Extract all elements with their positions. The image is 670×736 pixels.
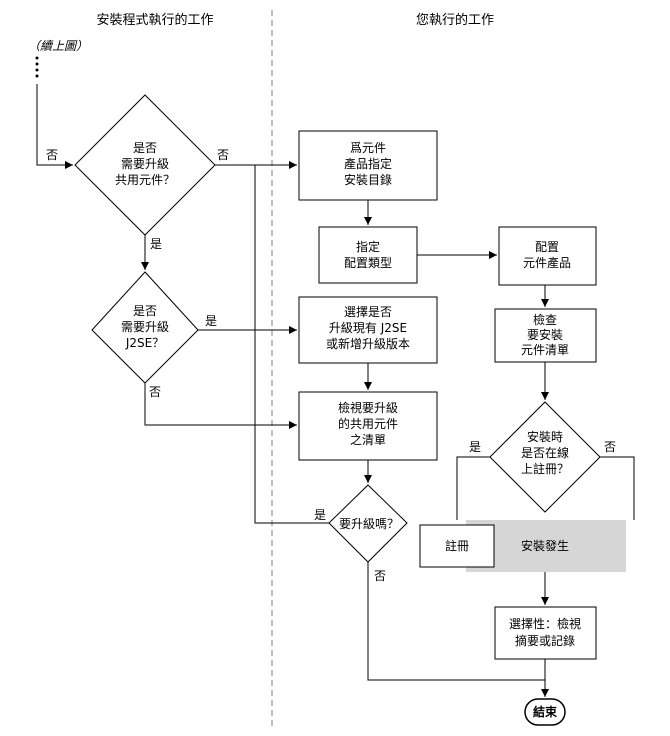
- svg-text:指定: 指定: [356, 239, 380, 254]
- svg-text:元件清單: 元件清單: [521, 343, 569, 357]
- svg-text:摘要或記錄: 摘要或記錄: [515, 633, 575, 648]
- svg-text:J2SE？: J2SE？: [125, 336, 164, 350]
- label-no-upgrade: 否: [374, 569, 386, 583]
- svg-text:配置類型: 配置類型: [344, 256, 392, 270]
- connectors: [36, 84, 635, 697]
- decision-register-online: 安裝時 是否在線 上註冊？: [489, 401, 601, 513]
- svg-text:檢查: 檢查: [533, 312, 557, 327]
- label-yes-upgrade: 是: [314, 508, 326, 522]
- svg-text:之清單: 之清單: [350, 433, 386, 447]
- decision-upgrade: 要升級嗎？: [328, 484, 408, 563]
- box-check-components: 檢查 要安裝 元件清單: [494, 308, 597, 363]
- svg-text:是否: 是否: [133, 141, 157, 155]
- svg-text:爲元件: 爲元件: [350, 141, 386, 155]
- svg-text:配置: 配置: [535, 240, 559, 254]
- svg-text:共用元件？: 共用元件？: [115, 173, 175, 187]
- svg-text:安裝目錄: 安裝目錄: [344, 172, 392, 187]
- svg-text:選擇是否: 選擇是否: [344, 304, 392, 319]
- continuation-dots: [35, 56, 39, 78]
- label-no-j2se: 否: [149, 385, 161, 399]
- svg-text:元件產品: 元件產品: [523, 255, 571, 270]
- svg-text:檢視要升級: 檢視要升級: [338, 400, 398, 415]
- left-lane-header: 安裝程式執行的工作: [96, 12, 213, 28]
- svg-text:或新增升級版本: 或新增升級版本: [326, 336, 410, 351]
- svg-text:需要升級: 需要升級: [121, 157, 169, 171]
- svg-text:的共用元件: 的共用元件: [338, 416, 398, 431]
- svg-text:要安裝: 要安裝: [527, 327, 563, 342]
- svg-text:註冊: 註冊: [445, 539, 469, 553]
- right-lane-header: 您執行的工作: [416, 12, 494, 28]
- box-assign-install-dir: 爲元件 產品指定 安裝目錄: [298, 130, 438, 201]
- svg-text:升級現有 J2SE: 升級現有 J2SE: [329, 321, 407, 335]
- svg-text:產品指定: 產品指定: [344, 156, 392, 171]
- svg-text:上註冊？: 上註冊？: [521, 462, 569, 476]
- box-register: 註冊: [419, 524, 495, 568]
- svg-text:安裝時: 安裝時: [527, 429, 563, 444]
- label-yes-shared: 是: [150, 237, 162, 251]
- svg-text:選擇性：檢視: 選擇性：檢視: [509, 616, 581, 631]
- box-config-products: 配置 元件產品: [498, 226, 597, 286]
- continue-label: （續上圖）: [28, 39, 88, 53]
- svg-text:安裝發生: 安裝發生: [521, 538, 569, 553]
- label-yes-j2se: 是: [205, 314, 217, 328]
- box-config-type: 指定 配置類型: [318, 226, 418, 284]
- box-review-shared: 檢視要升級 的共用元件 之清單: [298, 391, 438, 461]
- box-choose-j2se: 選擇是否 升級現有 J2SE 或新增升級版本: [298, 296, 438, 364]
- svg-text:要升級嗎？: 要升級嗎？: [339, 517, 399, 531]
- svg-text:是否: 是否: [133, 304, 157, 318]
- label-no-right: 否: [217, 148, 229, 162]
- svg-text:結束: 結束: [533, 704, 558, 719]
- svg-text:是否在線: 是否在線: [521, 445, 569, 460]
- decision-upgrade-j2se: 是否 需要升級 J2SE？: [91, 271, 199, 384]
- label-no-left: 否: [46, 148, 58, 162]
- terminator-end: 結束: [524, 698, 566, 726]
- svg-text:需要升級: 需要升級: [121, 320, 169, 334]
- label-no-register: 否: [604, 440, 616, 454]
- box-optional-review-log: 選擇性：檢視 摘要或記錄: [494, 606, 597, 660]
- decision-upgrade-shared: 是否 需要升級 共用元件？: [74, 94, 216, 236]
- label-yes-register: 是: [469, 440, 481, 454]
